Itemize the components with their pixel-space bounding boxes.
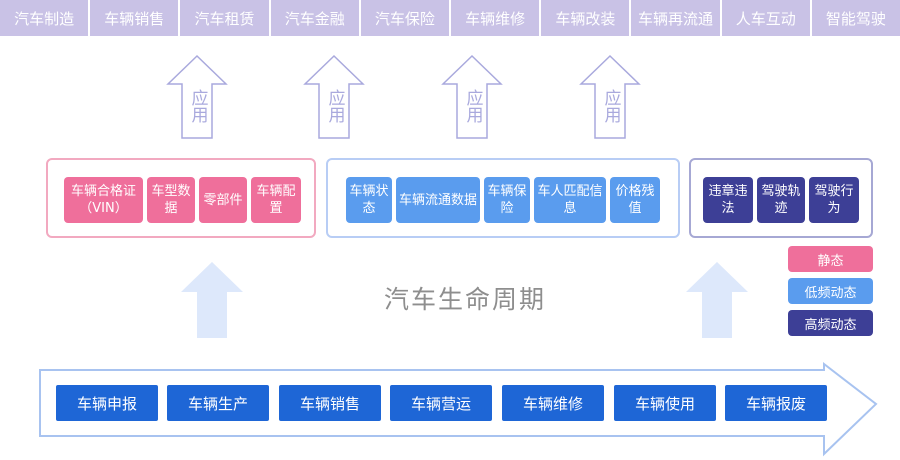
lifecycle-step-sales: 车辆销售 [279, 385, 381, 421]
legend-low-frequency: 低频动态 [788, 278, 873, 304]
lifecycle-step-operation: 车辆营运 [390, 385, 492, 421]
outline-up-arrow-icon [441, 54, 503, 139]
data-chip-violations: 违章违法 [703, 177, 753, 223]
domain-vehicle-recirculation: 车辆再流通 [631, 0, 720, 36]
data-chip-parts: 零部件 [199, 177, 247, 223]
lifecycle-step-repair: 车辆维修 [502, 385, 604, 421]
application-label: 应用 [324, 89, 345, 123]
outline-up-arrow-icon [166, 54, 228, 139]
data-chip-model-data: 车型数据 [147, 177, 195, 223]
domain-car-rental: 汽车租赁 [180, 0, 269, 36]
application-label: 应用 [600, 89, 621, 123]
domain-auto-insurance: 汽车保险 [360, 0, 450, 36]
data-chip-vehicle-status: 车辆状态 [346, 177, 392, 223]
application-label: 应用 [187, 89, 208, 123]
data-chip-circulation-data: 车辆流通数据 [396, 177, 480, 223]
data-chip-residual-value: 价格残值 [610, 177, 660, 223]
domain-auto-finance: 汽车金融 [270, 0, 359, 36]
domain-human-vehicle-interaction: 人车互动 [721, 0, 810, 36]
low-frequency-data-group: 车辆状态 车辆流通数据 车辆保险 车人匹配信息 价格残值 [326, 158, 680, 238]
data-chip-driving-behavior: 驾驶行为 [809, 177, 859, 223]
domain-vehicle-repair: 车辆维修 [451, 0, 540, 36]
legend-high-frequency: 高频动态 [788, 310, 873, 336]
domain-intelligent-driving: 智能驾驶 [811, 0, 900, 36]
application-arrow-4: 应用 [579, 54, 641, 140]
data-chip-vehicle-config: 车辆配置 [251, 177, 301, 223]
lifecycle-title: 汽车生命周期 [383, 285, 546, 314]
up-arrow-icon [686, 262, 748, 338]
lifecycle-step-production: 车辆生产 [167, 385, 269, 421]
data-chip-vehicle-insurance: 车辆保险 [484, 177, 530, 223]
legend-static: 静态 [788, 246, 873, 272]
application-arrow-3: 应用 [441, 54, 503, 140]
domain-car-manufacturing: 汽车制造 [0, 0, 89, 36]
lifecycle-step-declaration: 车辆申报 [56, 385, 158, 421]
domain-vehicle-sales: 车辆销售 [90, 0, 179, 36]
domain-vehicle-modification: 车辆改装 [541, 0, 630, 36]
data-chip-driving-track: 驾驶轨迹 [757, 177, 805, 223]
application-domain-row: 汽车制造 车辆销售 汽车租赁 汽车金融 汽车保险 车辆维修 车辆改装 车辆再流通… [0, 0, 900, 36]
outline-up-arrow-icon [579, 54, 641, 139]
application-arrow-2: 应用 [303, 54, 365, 140]
high-frequency-data-group: 违章违法 驾驶轨迹 驾驶行为 [689, 158, 873, 238]
up-arrow-icon [181, 262, 243, 338]
lifecycle-step-usage: 车辆使用 [614, 385, 716, 421]
application-label: 应用 [462, 89, 483, 123]
data-chip-vin-certificate: 车辆合格证（VIN） [64, 177, 143, 223]
data-chip-owner-match: 车人匹配信息 [534, 177, 606, 223]
lifecycle-step-scrapping: 车辆报废 [725, 385, 827, 421]
outline-up-arrow-icon [303, 54, 365, 139]
application-arrow-1: 应用 [166, 54, 228, 140]
static-data-group: 车辆合格证（VIN） 车型数据 零部件 车辆配置 [46, 158, 316, 238]
